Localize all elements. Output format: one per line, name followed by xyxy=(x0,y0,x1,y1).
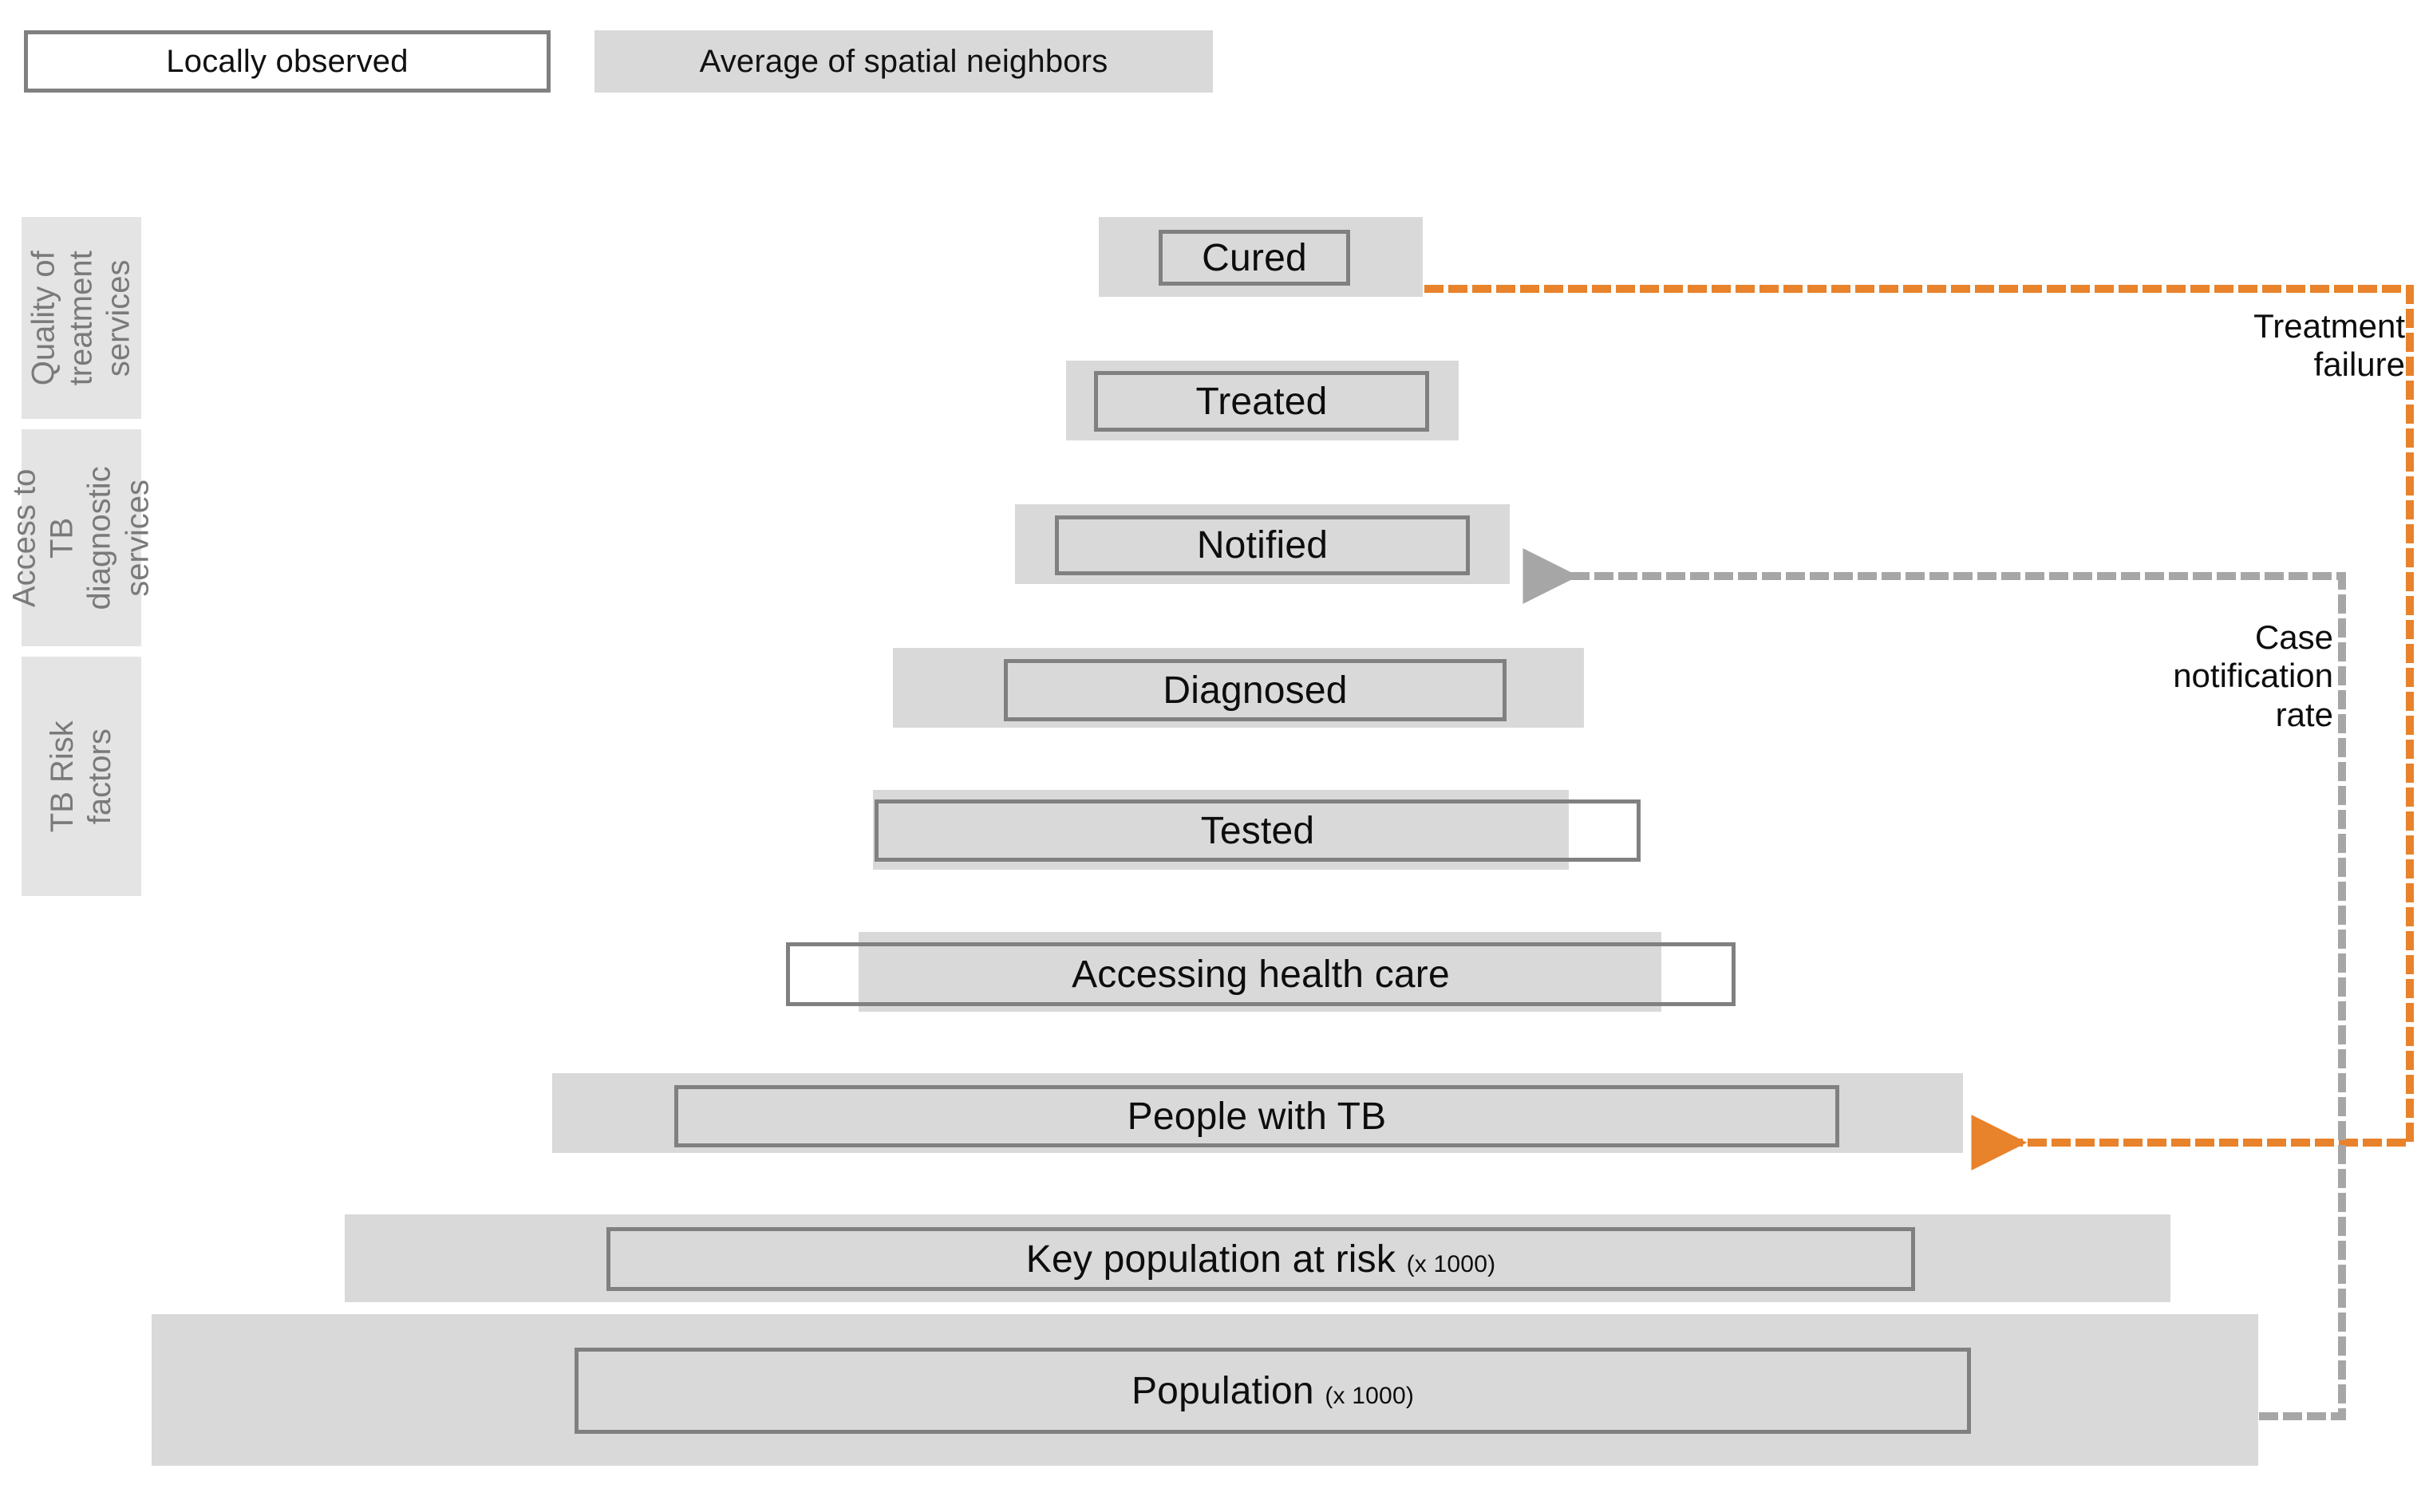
legend-spatial-neighbors: Average of spatial neighbors xyxy=(594,30,1213,93)
local-box-diagnosed: Diagnosed xyxy=(1004,659,1507,721)
tier-label-notified: Notified xyxy=(1196,524,1329,567)
category-band-quality-of-treatment-services: Quality of treatment services xyxy=(22,217,141,419)
tier-label-tested: Tested xyxy=(1200,809,1315,852)
local-box-cured: Cured xyxy=(1159,230,1350,286)
annotation-treatment-failure: Treatment failure xyxy=(2253,307,2405,384)
tier-label-population: Population (x 1000) xyxy=(1131,1369,1415,1412)
category-band-risk-label: TB Risk factors xyxy=(44,720,117,832)
local-box-key-population-at-risk: Key population at risk (x 1000) xyxy=(606,1227,1915,1291)
local-box-tested: Tested xyxy=(875,799,1641,862)
tier-label-treated: Treated xyxy=(1195,380,1328,423)
legend-spatial-neighbors-label: Average of spatial neighbors xyxy=(699,43,1108,79)
category-band-access-label: Access to TB diagnostic services xyxy=(6,465,156,610)
local-box-accessing-health-care: Accessing health care xyxy=(786,942,1736,1006)
local-box-treated: Treated xyxy=(1094,371,1429,432)
tier-label-diagnosed: Diagnosed xyxy=(1163,669,1348,712)
tier-label-key-population-at-risk: Key population at risk (x 1000) xyxy=(1025,1238,1496,1281)
category-band-access-to-tb-diagnostic-services: Access to TB diagnostic services xyxy=(7,429,155,646)
tier-label-cured: Cured xyxy=(1202,236,1307,279)
legend-locally-observed: Locally observed xyxy=(24,30,551,93)
annotation-case-notification-rate: Case notification rate xyxy=(2173,618,2333,733)
category-band-quality-label: Quality of treatment services xyxy=(26,251,136,385)
local-box-notified: Notified xyxy=(1055,515,1470,575)
legend-locally-observed-label: Locally observed xyxy=(166,43,409,79)
tier-label-accessing-health-care: Accessing health care xyxy=(1072,953,1450,996)
local-box-people-with-tb: People with TB xyxy=(674,1085,1839,1147)
tier-label-people-with-tb: People with TB xyxy=(1127,1095,1387,1138)
category-band-tb-risk-factors: TB Risk factors xyxy=(22,657,141,896)
local-box-population: Population (x 1000) xyxy=(575,1348,1971,1434)
